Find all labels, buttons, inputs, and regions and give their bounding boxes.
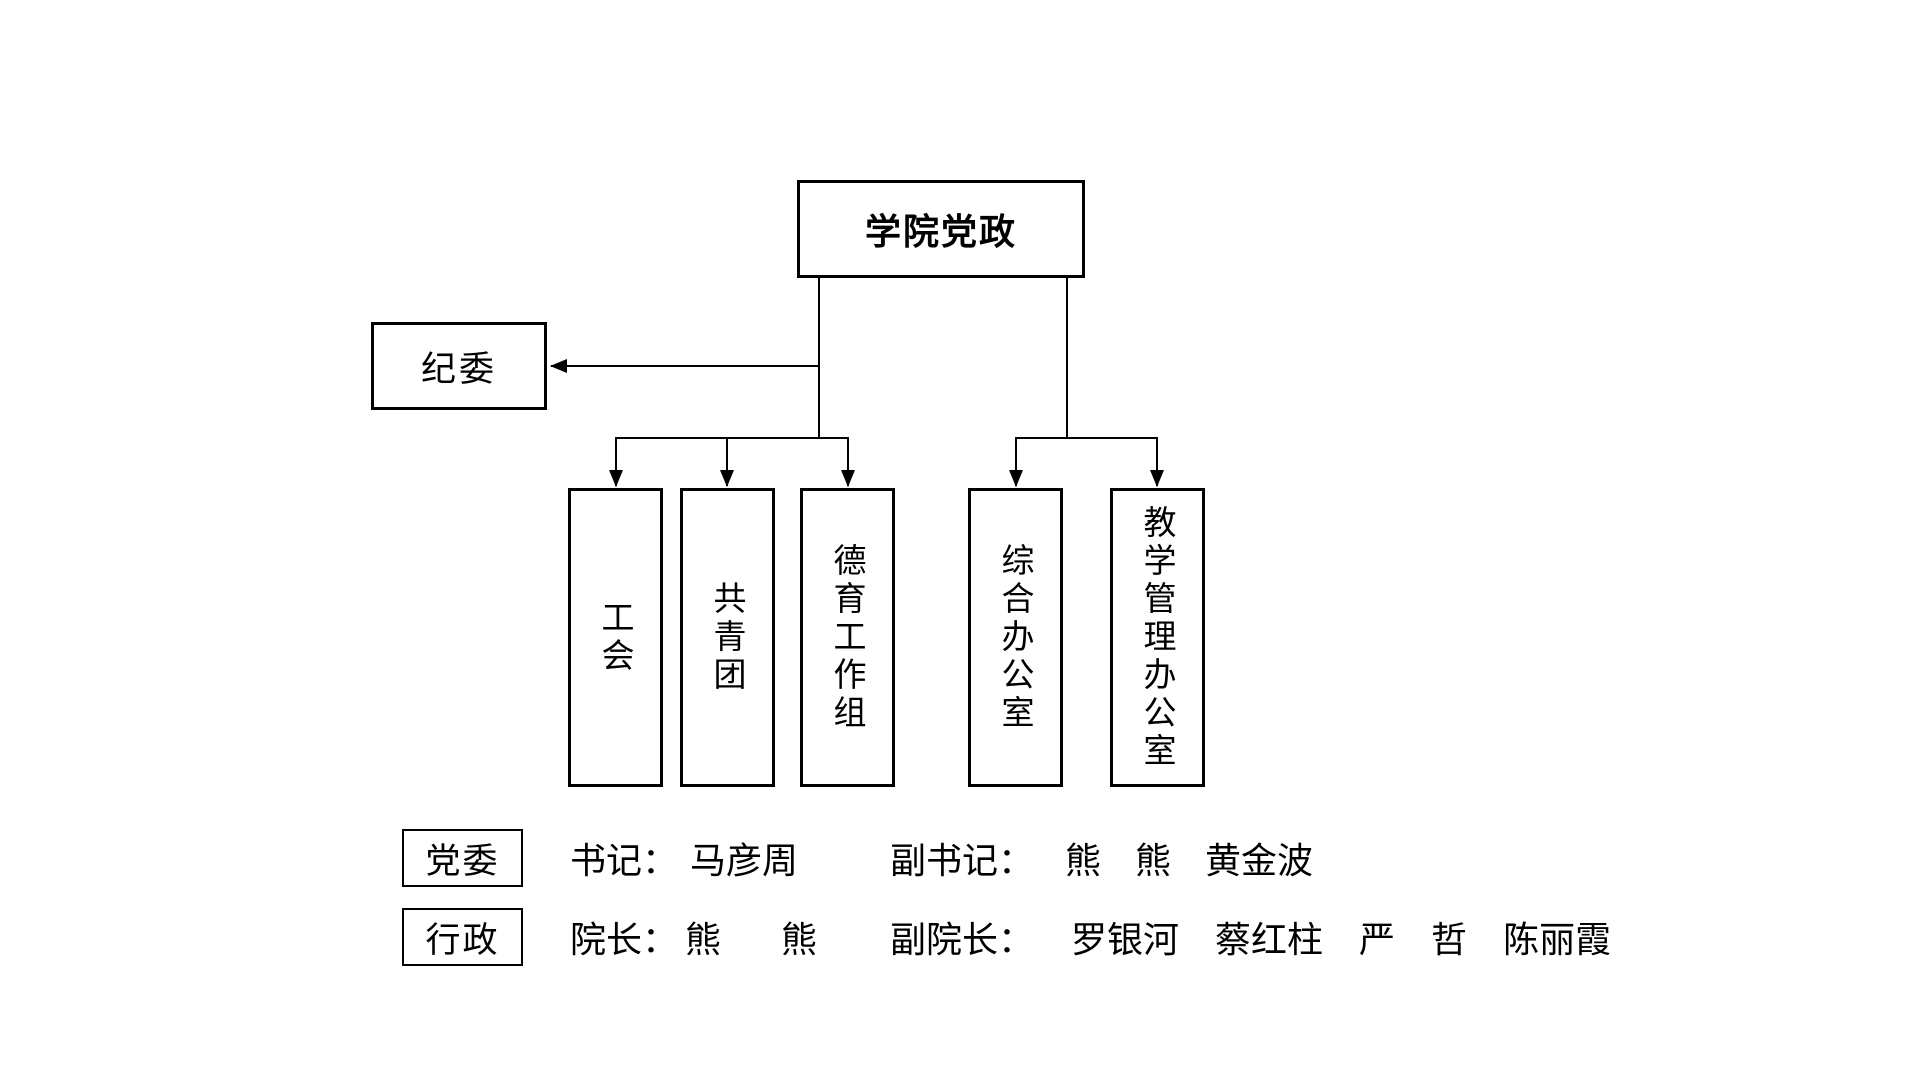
names-secretary: 马彦周 xyxy=(690,832,798,884)
person-name: 蔡红柱 xyxy=(1215,919,1324,960)
dept-box-teaching-management-office: 教学管理办公室 xyxy=(1110,488,1205,787)
dept-box-labor-union: 工会 xyxy=(568,488,663,787)
discipline-committee-box: 纪委 xyxy=(371,322,547,410)
person-name: 熊 xyxy=(685,919,722,960)
person-name: 罗银河 xyxy=(1071,919,1180,960)
legend-row-party: 党委 书记： 马彦周 副书记： 熊 熊 黄金波 xyxy=(0,829,1920,887)
root-box: 学院党政 xyxy=(797,180,1085,278)
person-name: 熊 xyxy=(781,919,818,960)
dept-label: 共青团 xyxy=(709,580,746,695)
person-name: 严 xyxy=(1359,919,1396,960)
legend-category-label: 党委 xyxy=(425,841,500,881)
discipline-committee-label: 纪委 xyxy=(420,349,497,389)
dept-label: 工会 xyxy=(597,599,634,676)
dept-label: 教学管理办公室 xyxy=(1139,504,1176,771)
dept-box-general-office: 综合办公室 xyxy=(968,488,1063,787)
person-name: 熊 xyxy=(1135,840,1172,881)
root-label: 学院党政 xyxy=(864,211,1017,252)
names-deputy-secretary: 熊 熊 黄金波 xyxy=(1065,832,1313,884)
legend-category-label: 行政 xyxy=(425,920,500,960)
legend-category-box-party: 党委 xyxy=(402,829,523,887)
dept-label: 德育工作组 xyxy=(829,542,866,733)
role-label-deputy-secretary: 副书记： xyxy=(890,840,1035,881)
person-name: 熊 xyxy=(1065,840,1102,881)
dept-box-youth-league: 共青团 xyxy=(680,488,775,787)
dept-box-moral-education-group: 德育工作组 xyxy=(800,488,895,787)
person-name: 黄金波 xyxy=(1205,840,1314,881)
role-label-vice-dean: 副院长： xyxy=(890,919,1035,960)
role-label-secretary: 书记： xyxy=(570,840,679,881)
names-vice-dean: 罗银河 蔡红柱 严 哲 陈丽霞 xyxy=(1071,911,1611,963)
names-dean: 熊 熊 xyxy=(685,911,817,963)
role-label-dean: 院长： xyxy=(570,919,679,960)
person-name: 马彦周 xyxy=(690,840,799,881)
person-name: 陈丽霞 xyxy=(1503,919,1612,960)
person-name: 哲 xyxy=(1431,919,1468,960)
dept-label: 综合办公室 xyxy=(997,542,1034,733)
legend-row-administration: 行政 院长： 熊 熊 副院长： 罗银河 蔡红柱 严 哲 陈丽霞 xyxy=(0,908,1920,966)
legend-category-box-administration: 行政 xyxy=(402,908,523,966)
